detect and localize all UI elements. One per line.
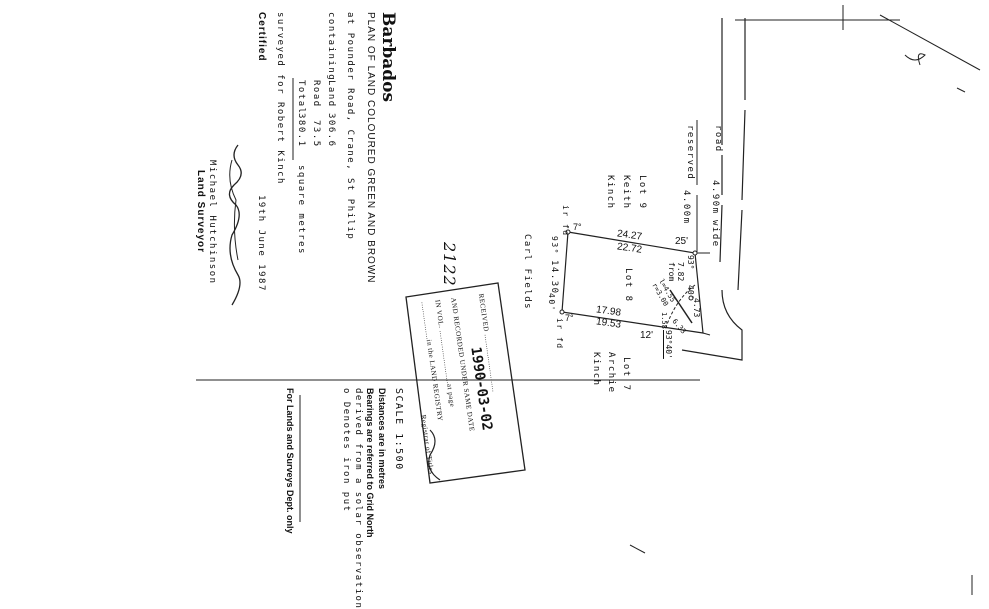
bearing-top-right: 25' — [675, 236, 689, 247]
registry-stamp-border — [405, 282, 526, 484]
surveyor-name: Michael Hutchinson — [207, 160, 217, 285]
lot7-label: Lot 7 — [621, 357, 631, 392]
bearing-right-top: 93° — [686, 255, 695, 270]
area-road-value: 73.5 — [311, 120, 321, 148]
reserved-label: reserved — [685, 125, 695, 181]
reserved-width: 4.00m — [681, 190, 691, 225]
dim-left: 14.30 — [549, 260, 559, 295]
surveyor-title: Land Surveyor — [195, 170, 206, 254]
note-distances: Distances are in metres — [377, 388, 387, 490]
lot9-owner-first: Keith — [621, 175, 631, 210]
note-iron-put: o Denotes iron put — [341, 388, 351, 513]
file-number: 2122 — [440, 242, 459, 287]
road-wide: wide — [710, 220, 720, 248]
note-solar: derived from a solar observation — [353, 388, 363, 609]
scale-label: SCALE 1:500 — [393, 388, 404, 471]
dim-right-from: from — [667, 262, 676, 282]
area-road-label: Road — [311, 80, 321, 108]
bearing-left-top: 93° — [550, 236, 559, 255]
surveyor-signature — [228, 144, 242, 306]
plan-title: PLAN OF LAND COLOURED GREEN AND BROWN — [365, 12, 376, 284]
total-value: 380.1 — [296, 113, 306, 148]
dept-only-label: For Lands and Surveys Dept. only — [285, 388, 295, 534]
stamp-registrar: Registrar of Titles — [419, 414, 436, 475]
lot9-label: Lot 9 — [637, 175, 647, 210]
note-bearings: Bearings are referred to Grid North — [365, 388, 375, 538]
bearing-right-mid: 40' — [686, 285, 695, 300]
iron-found-bottom: ir fd — [555, 318, 564, 350]
certified-label: Certified — [256, 12, 267, 62]
plan-location: at Pounder Road, Crane, St Philip — [345, 12, 355, 241]
bearing-left-bottom: 40' — [547, 293, 556, 312]
total-label: Total — [296, 80, 306, 115]
area-units: square metres — [296, 165, 306, 255]
survey-date: 19th June 1987 — [256, 195, 266, 292]
road-width: 4.90m — [710, 180, 720, 215]
containing-label: containing — [326, 12, 336, 82]
dim-right-b: 4.73 — [692, 298, 701, 318]
curve-chord: 1.58 — [660, 312, 668, 329]
lot9-owner-last: Kinch — [605, 175, 615, 210]
surveyed-for: surveyed for Robert Kinch — [275, 12, 285, 185]
lot7-owner-first: Archie — [606, 352, 616, 394]
area-land-label: Land — [326, 80, 336, 108]
bearing-bottom-right: 12' — [640, 330, 654, 341]
bearing-corner: 93°40' — [664, 330, 673, 359]
bearing-top-left: 7° — [573, 222, 582, 232]
road-label: road — [713, 125, 723, 153]
neighbor-label: Carl Fields — [522, 234, 532, 311]
area-land-value: 306.6 — [326, 113, 336, 148]
lot7-owner-last: Kinch — [591, 352, 601, 387]
lot8-label: Lot 8 — [623, 268, 633, 303]
iron-found-top: ir fd — [561, 205, 570, 237]
dim-right-a: 7.82 — [676, 262, 685, 282]
bearing-bottom-left: 7° — [565, 313, 574, 323]
road-edge — [719, 18, 723, 263]
country-title: Barbados — [378, 12, 398, 103]
